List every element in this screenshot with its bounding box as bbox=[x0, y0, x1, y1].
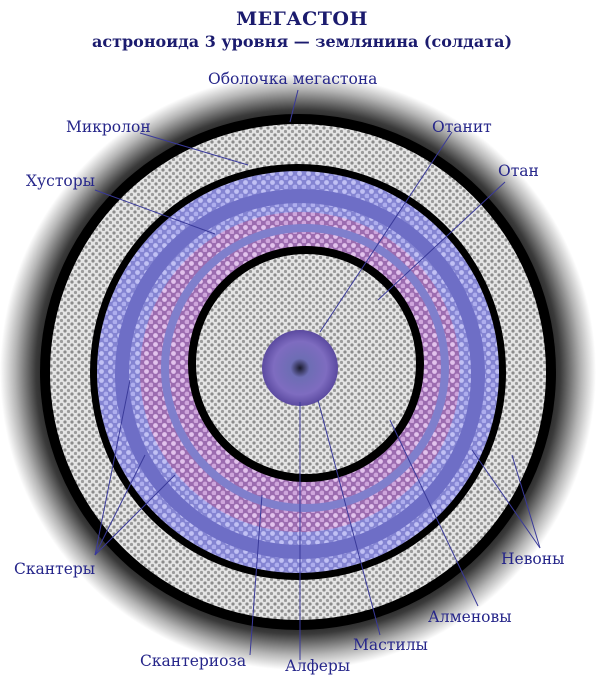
leader-hustory bbox=[94, 189, 216, 235]
leader-mastily bbox=[317, 399, 381, 636]
label-nevony: Невоны bbox=[501, 550, 565, 568]
diagram-subtitle: астроноида 3 уровня — землянина (солдата… bbox=[91, 32, 513, 51]
leader-lines bbox=[94, 89, 541, 660]
label-skantery: Скантеры bbox=[14, 560, 96, 578]
leader-skantery-1 bbox=[94, 379, 131, 556]
leader-shell bbox=[289, 89, 299, 123]
leader-micrelon bbox=[139, 132, 249, 166]
label-almenovy: Алменовы bbox=[428, 608, 512, 626]
label-mastily: Мастилы bbox=[353, 636, 428, 654]
label-hustory: Хусторы bbox=[26, 172, 96, 190]
label-shell: Оболочка мегастона bbox=[208, 70, 378, 88]
leader-skantery-3 bbox=[94, 474, 176, 556]
core-alfery bbox=[262, 330, 338, 406]
leader-skantery-2 bbox=[94, 454, 146, 556]
leader-otanit bbox=[319, 131, 453, 333]
label-otanit: Отанит bbox=[432, 118, 492, 136]
leader-skanterioza bbox=[249, 494, 263, 656]
leader-almenovy bbox=[389, 419, 479, 607]
leader-nevony-2 bbox=[471, 449, 541, 549]
label-micrelon: Микролон bbox=[66, 118, 151, 136]
label-otan: Отан bbox=[498, 162, 539, 180]
leader-nevony-1 bbox=[511, 454, 541, 549]
label-alfery: Алферы bbox=[285, 657, 351, 675]
diagram-title: МЕГАСТОН bbox=[236, 8, 368, 30]
inner-blue-arc bbox=[161, 224, 449, 512]
label-skanterioza: Скантериоза bbox=[140, 652, 247, 670]
leader-otan bbox=[377, 181, 506, 301]
